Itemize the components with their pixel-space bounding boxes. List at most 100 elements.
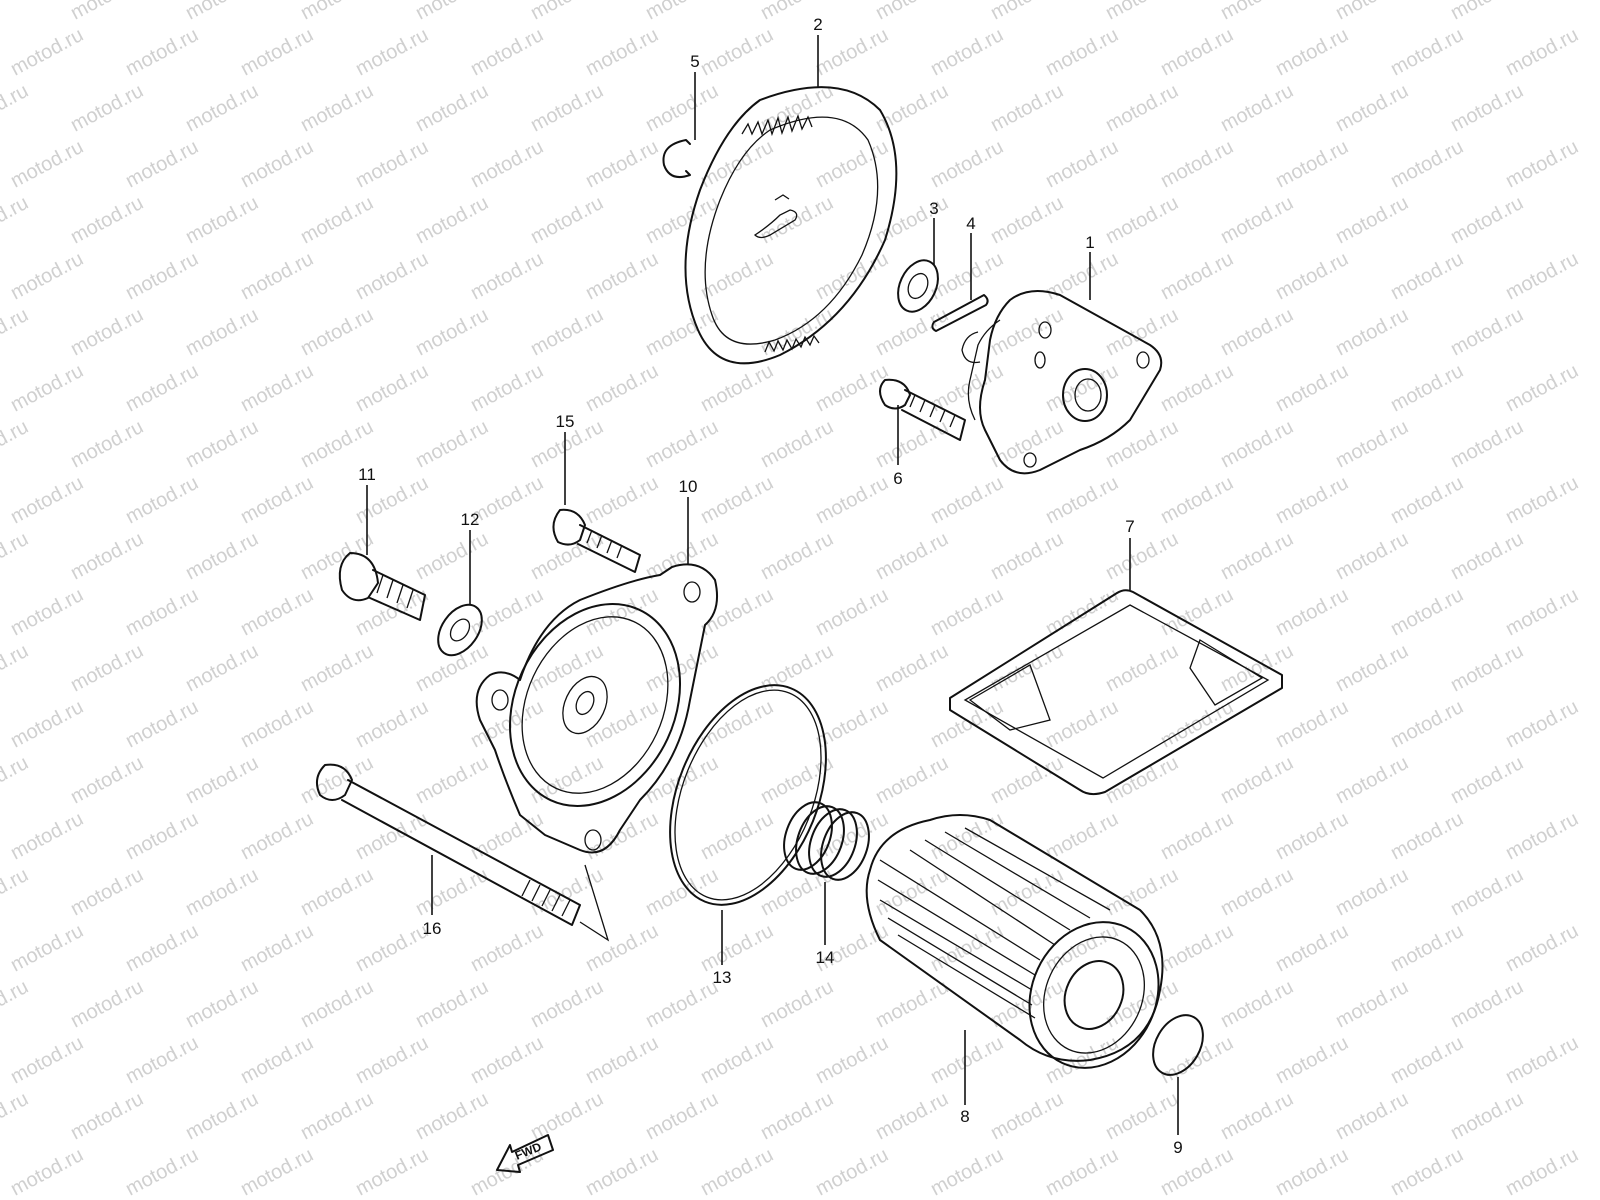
- watermark-text: motod.ru: [7, 1032, 87, 1088]
- watermark-text: motod.ru: [467, 136, 547, 192]
- watermark-text: motod.ru: [1102, 192, 1182, 248]
- watermark-text: motod.ru: [582, 920, 662, 976]
- watermark-text: motod.ru: [0, 864, 32, 920]
- watermark-text: motod.ru: [182, 864, 262, 920]
- watermark-text: motod.ru: [1157, 808, 1237, 864]
- watermark-text: motod.ru: [1217, 192, 1297, 248]
- watermark-text: motod.ru: [1157, 136, 1237, 192]
- watermark-text: motod.ru: [1387, 136, 1467, 192]
- watermark-text: motod.ru: [1502, 920, 1582, 976]
- watermark-text: motod.ru: [297, 80, 377, 136]
- watermark-text: motod.ru: [122, 1032, 202, 1088]
- watermark-text: motod.ru: [1332, 640, 1412, 696]
- watermark-text: motod.ru: [122, 136, 202, 192]
- watermark-text: motod.ru: [987, 752, 1067, 808]
- watermark-text: motod.ru: [237, 584, 317, 640]
- watermark-text: motod.ru: [697, 1144, 777, 1200]
- watermark-text: motod.ru: [812, 24, 892, 80]
- watermark-text: motod.ru: [67, 976, 147, 1032]
- watermark-text: motod.ru: [412, 0, 492, 24]
- watermark-text: motod.ru: [812, 1144, 892, 1200]
- watermark-text: motod.ru: [1102, 752, 1182, 808]
- strainer-part: [949, 589, 1283, 796]
- watermark-text: motod.ru: [1332, 528, 1412, 584]
- watermark-text: motod.ru: [182, 304, 262, 360]
- watermark-text: motod.ru: [757, 192, 837, 248]
- watermark-text: motod.ru: [1272, 1032, 1352, 1088]
- watermark-text: motod.ru: [757, 80, 837, 136]
- watermark-text: motod.ru: [352, 24, 432, 80]
- watermark-text: motod.ru: [1447, 528, 1527, 584]
- watermark-text: motod.ru: [757, 416, 837, 472]
- watermark-text: motod.ru: [527, 752, 607, 808]
- watermark-text: motod.ru: [987, 192, 1067, 248]
- watermark-text: motod.ru: [1157, 696, 1237, 752]
- watermark-text: motod.ru: [182, 976, 262, 1032]
- watermark-text: motod.ru: [697, 136, 777, 192]
- watermark-text: motod.ru: [1332, 192, 1412, 248]
- watermark-text: motod.ru: [1102, 1088, 1182, 1144]
- watermark-text: motod.ru: [122, 1144, 202, 1200]
- watermark-text: motod.ru: [297, 976, 377, 1032]
- watermark-text: motod.ru: [1387, 360, 1467, 416]
- watermark-text: motod.ru: [1217, 528, 1297, 584]
- watermark-text: motod.ru: [1272, 584, 1352, 640]
- watermark-text: motod.ru: [1387, 920, 1467, 976]
- watermark-text: motod.ru: [697, 920, 777, 976]
- watermark-text: motod.ru: [582, 472, 662, 528]
- watermark-text: motod.ru: [7, 920, 87, 976]
- watermark-text: motod.ru: [527, 864, 607, 920]
- washer-part-12: [437, 603, 483, 657]
- watermark-text: motod.ru: [297, 640, 377, 696]
- watermark-text: motod.ru: [0, 1088, 32, 1144]
- watermark-text: motod.ru: [237, 1032, 317, 1088]
- watermark-text: motod.ru: [812, 696, 892, 752]
- watermark-text: motod.ru: [1387, 696, 1467, 752]
- watermark-text: motod.ru: [1217, 976, 1297, 1032]
- watermark-text: motod.ru: [987, 416, 1067, 472]
- watermark-text: motod.ru: [1332, 864, 1412, 920]
- watermark-text: motod.ru: [1042, 472, 1122, 528]
- watermark-text: motod.ru: [297, 1088, 377, 1144]
- watermark-text: motod.ru: [582, 136, 662, 192]
- watermark-text: motod.ru: [122, 472, 202, 528]
- watermark-text: motod.ru: [1502, 808, 1582, 864]
- watermark-text: motod.ru: [1332, 80, 1412, 136]
- watermark-text: motod.ru: [412, 752, 492, 808]
- watermark-text: motod.ru: [237, 248, 317, 304]
- watermark-text: motod.ru: [1332, 976, 1412, 1032]
- watermark-text: motod.ru: [182, 528, 262, 584]
- watermark-text: motod.ru: [1447, 304, 1527, 360]
- watermark-text: motod.ru: [182, 752, 262, 808]
- watermark-text: motod.ru: [1502, 1144, 1582, 1200]
- watermark-text: motod.ru: [1272, 248, 1352, 304]
- watermark-text: motod.ru: [1042, 136, 1122, 192]
- watermark-text: motod.ru: [1272, 808, 1352, 864]
- watermark-text: motod.ru: [1272, 1144, 1352, 1200]
- watermark-text: motod.ru: [237, 472, 317, 528]
- watermark-text: motod.ru: [582, 360, 662, 416]
- watermark-text: motod.ru: [0, 416, 32, 472]
- watermark-text: motod.ru: [412, 864, 492, 920]
- watermark-text: motod.ru: [1332, 304, 1412, 360]
- watermark-text: motod.ru: [1447, 976, 1527, 1032]
- watermark-text: motod.ru: [0, 640, 32, 696]
- watermark-text: motod.ru: [812, 472, 892, 528]
- watermark-text: motod.ru: [122, 920, 202, 976]
- watermark-text: motod.ru: [182, 80, 262, 136]
- washer-part-3: [897, 259, 939, 313]
- watermark-text: motod.ru: [1157, 920, 1237, 976]
- watermark-text: motod.ru: [1332, 752, 1412, 808]
- watermark-text: motod.ru: [7, 808, 87, 864]
- bolt-part-11: [338, 552, 426, 621]
- watermark-text: motod.ru: [297, 192, 377, 248]
- watermark-text: motod.ru: [1502, 136, 1582, 192]
- watermark-text: motod.ru: [1272, 24, 1352, 80]
- watermark-text: motod.ru: [67, 304, 147, 360]
- watermark-text: motod.ru: [987, 80, 1067, 136]
- watermark-text: motod.ru: [642, 640, 722, 696]
- callout-6: 6: [893, 469, 902, 488]
- spring-part: [783, 801, 870, 881]
- watermark-text: motod.ru: [67, 416, 147, 472]
